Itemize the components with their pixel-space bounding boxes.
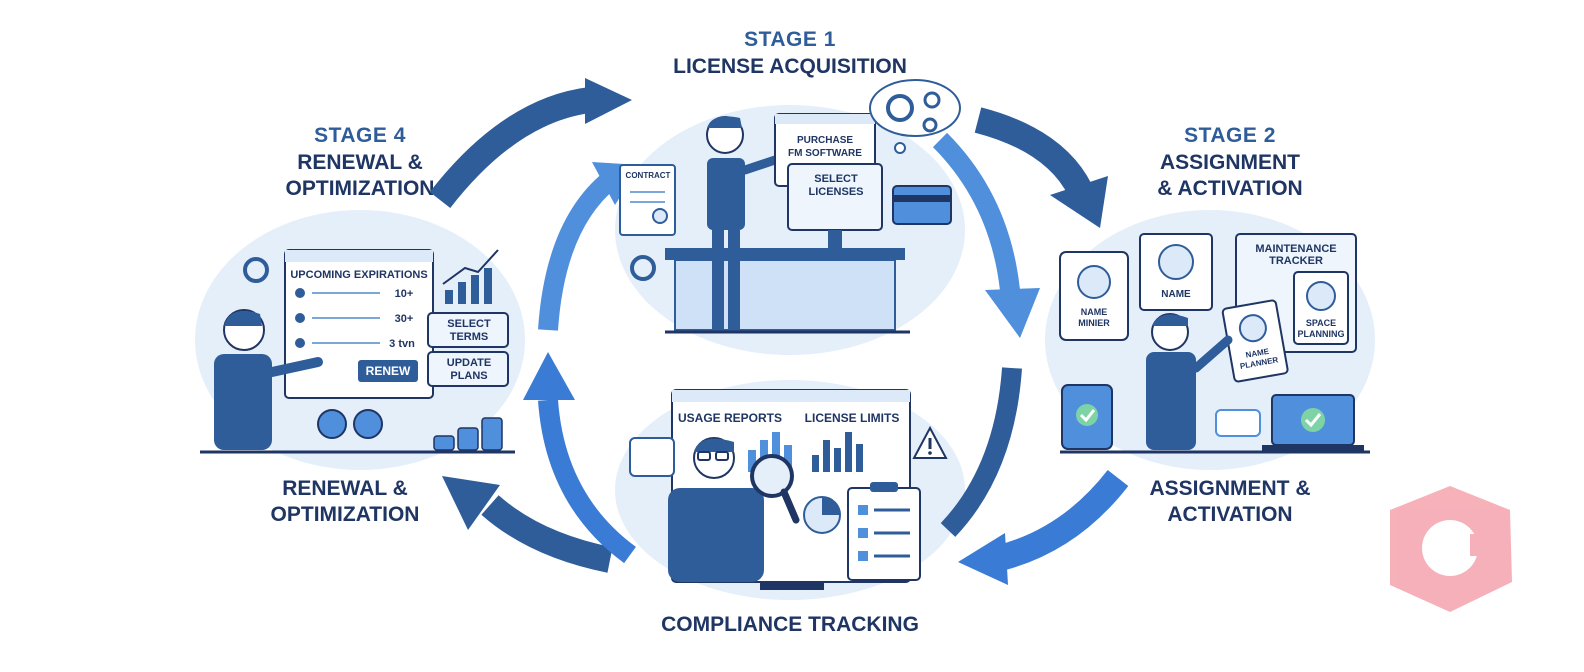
acquisition-scene: CONTRACT PURCHASE FM SOFTWARE SELECT LIC… <box>619 79 961 334</box>
name-planner-card: NAME PLANNER <box>1221 299 1289 383</box>
purchase-label-1: PURCHASE <box>797 135 853 146</box>
chat-checklist-icon <box>629 437 675 477</box>
contract-document: CONTRACT <box>619 164 676 236</box>
outer-arrow-bottom-right <box>958 469 1129 585</box>
expiration-row-1: 10+ <box>395 288 414 300</box>
inner-arrow-left-bottom <box>523 352 637 564</box>
select-terms-label-1: SELECT <box>447 318 491 330</box>
activated-laptop <box>1262 394 1364 451</box>
coin-stack-icon <box>433 417 503 451</box>
select-licenses-label-2: LICENSES <box>808 186 863 198</box>
activated-tablet <box>1061 384 1113 450</box>
growth-chart-icon <box>442 249 499 304</box>
warning-icon <box>912 425 948 459</box>
space-planning-label-1: SPACE <box>1306 318 1336 328</box>
tracker-label-2: TRACKER <box>1269 255 1323 267</box>
check-icon-laptop <box>1304 413 1322 428</box>
update-plans-label-1: UPDATE <box>447 357 491 369</box>
limits-bar-chart-icon <box>812 432 863 472</box>
contract-label: CONTRACT <box>626 171 671 180</box>
outer-arrow-top-right <box>974 107 1108 228</box>
gear-icon <box>886 94 914 122</box>
stage-4-heading: STAGE 4 RENEWAL & OPTIMIZATION <box>240 124 480 202</box>
credit-card-icon <box>892 185 952 225</box>
upcoming-expirations-label: UPCOMING EXPIRATIONS <box>290 269 427 281</box>
renewal-person <box>214 309 323 450</box>
name-card: NAME <box>1139 233 1213 311</box>
stage-2-title: ASSIGNMENT & ACTIVATION <box>1157 151 1303 200</box>
desk <box>665 248 905 260</box>
select-licenses-label-1: SELECT <box>814 173 858 185</box>
name-label: NAME <box>1161 289 1191 300</box>
select-terms-label-2: TERMS <box>450 331 489 343</box>
assignment-person <box>1146 313 1233 450</box>
outer-arrow-bottom-left <box>442 476 613 573</box>
assignment-scene: NAME MINIER NAME MAINTENANCE TRACKER SPA… <box>1059 233 1370 454</box>
stage-1-title: LICENSE ACQUISITION <box>673 55 907 78</box>
checklist-clipboard <box>847 482 921 581</box>
license-limits-label: LICENSE LIMITS <box>805 411 900 425</box>
renew-button <box>358 360 418 382</box>
magnifier-icon <box>750 454 794 498</box>
stage-2-number: STAGE 2 <box>1184 124 1276 147</box>
profile-tablet: NAME MINIER <box>1059 251 1129 341</box>
dollar-coin-icon-2 <box>353 409 383 439</box>
acquisition-person <box>706 116 780 330</box>
tracker-label-1: MAINTENANCE <box>1255 243 1336 255</box>
gear-icon-left <box>630 255 656 281</box>
name-minier-label-2: MINIER <box>1078 318 1110 328</box>
compliance-scene: USAGE REPORTS LICENSE LIMITS <box>629 389 948 590</box>
watermark-logo <box>1390 486 1512 612</box>
assignment-caption: ASSIGNMENT & ACTIVATION <box>1149 477 1311 526</box>
gear-icon-renewal <box>243 257 269 283</box>
usage-reports-label: USAGE REPORTS <box>678 411 782 425</box>
stage-4-number: STAGE 4 <box>314 124 406 147</box>
dollar-coin-icon <box>317 409 347 439</box>
select-terms-box: SELECT TERMS <box>427 312 509 348</box>
space-planning-label-2: PLANNING <box>1298 329 1345 339</box>
renewal-caption: RENEWAL & OPTIMIZATION <box>270 477 420 526</box>
compliance-caption: COMPLIANCE TRACKING <box>661 613 919 636</box>
stage-4-title: RENEWAL & OPTIMIZATION <box>285 151 435 200</box>
name-minier-label-1: NAME <box>1081 307 1108 317</box>
expiration-row-2: 30+ <box>395 313 414 325</box>
stage-2-heading: STAGE 2 ASSIGNMENT & ACTIVATION <box>1110 124 1350 202</box>
chat-bubble-icon <box>1215 409 1261 437</box>
stage-1-heading: STAGE 1 LICENSE ACQUISITION <box>640 28 940 80</box>
stage-1-number: STAGE 1 <box>744 28 836 51</box>
update-plans-label-2: PLANS <box>450 370 487 382</box>
inner-arrow-right-top <box>932 132 1040 338</box>
renew-button-label: RENEW <box>366 364 411 378</box>
outer-arrow-top-left <box>429 78 632 208</box>
check-icon <box>1079 409 1096 423</box>
renewal-scene: UPCOMING EXPIRATIONS 10+ 30+ 3 tvn RENEW… <box>200 249 515 454</box>
purchase-label-2: FM SOFTWARE <box>788 148 862 159</box>
purchase-monitor: PURCHASE FM SOFTWARE SELECT LICENSES <box>774 113 883 248</box>
inner-arrow-right-bottom <box>940 367 1022 537</box>
expiration-row-3: 3 tvn <box>389 338 415 350</box>
gears-thought-cloud <box>869 79 961 154</box>
name-planner-label-1: NAME <box>1245 347 1270 360</box>
update-plans-box: UPDATE PLANS <box>427 351 509 387</box>
expirations-window: UPCOMING EXPIRATIONS 10+ 30+ 3 tvn RENEW <box>284 249 434 399</box>
gear-icon-small <box>923 91 941 109</box>
compliance-person <box>668 437 800 582</box>
